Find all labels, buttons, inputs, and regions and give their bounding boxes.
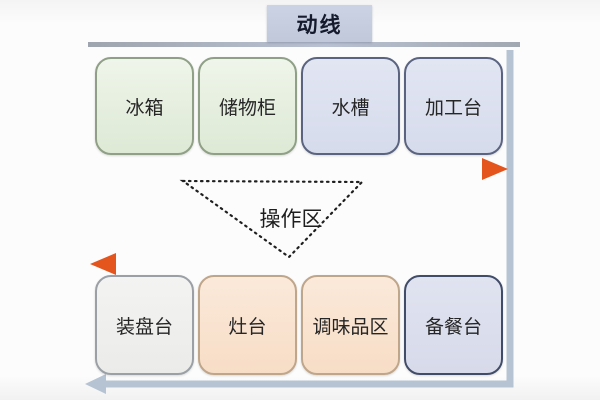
frame-top-line [88, 42, 520, 47]
flow-arrow-right [98, 158, 508, 180]
station-label: 冰箱 [125, 97, 164, 119]
station-fridge: 冰箱 [95, 57, 194, 155]
station-label: 水槽 [331, 97, 370, 119]
station-serving-counter: 备餐台 [404, 275, 503, 375]
flow-arrow-left [90, 253, 497, 275]
station-plating-counter: 装盘台 [95, 275, 194, 375]
station-label: 储物柜 [218, 97, 276, 119]
station-label: 装盘台 [115, 316, 173, 338]
station-sink: 水槽 [301, 57, 400, 155]
work-zone-label: 操作区 [259, 208, 323, 231]
station-label: 加工台 [424, 97, 482, 119]
top-station-row: 冰箱 储物柜 水槽 加工台 [95, 57, 503, 155]
station-storage-cabinet: 储物柜 [198, 57, 297, 155]
station-seasoning-area: 调味品区 [301, 275, 400, 375]
station-label: 备餐台 [424, 316, 482, 338]
station-label: 调味品区 [312, 316, 389, 338]
station-prep-counter: 加工台 [404, 57, 503, 155]
bottom-station-row: 装盘台 灶台 调味品区 备餐台 [95, 275, 503, 375]
station-stove: 灶台 [198, 275, 297, 375]
station-label: 灶台 [228, 316, 267, 338]
diagram-title: 动线 [267, 5, 372, 42]
